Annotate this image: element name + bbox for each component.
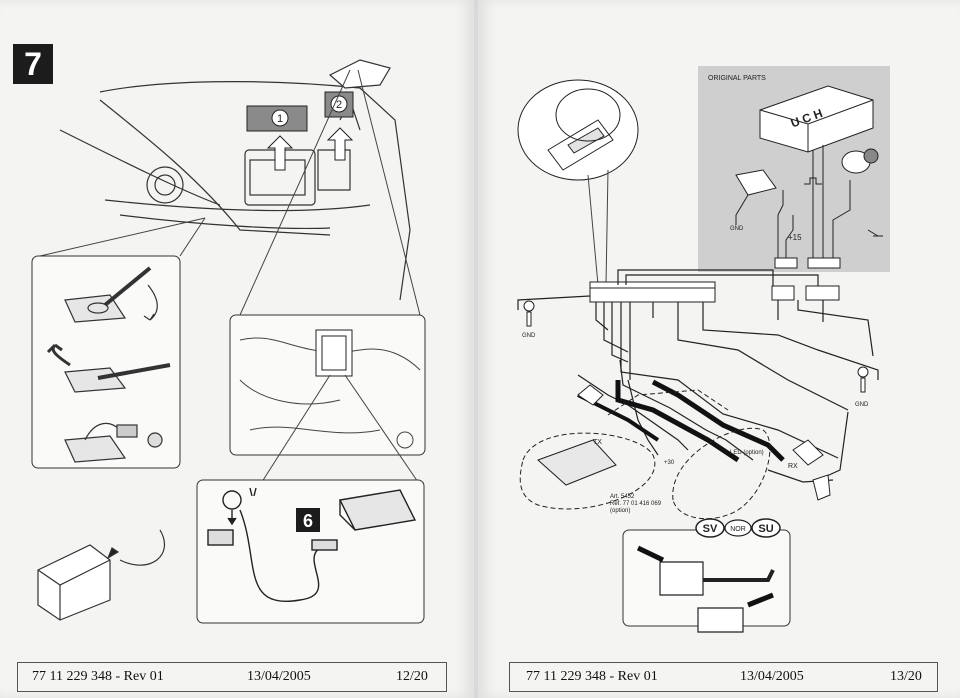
manual-page-left: 7 (0, 0, 474, 698)
art-option: (option) (610, 508, 630, 514)
wiring-diagram: ORIGINAL PARTS U C H +15 GND (517, 66, 890, 633)
page-number: 13/20 (890, 669, 922, 684)
rx-sensor (792, 439, 824, 466)
callout-label-2: 2 (336, 99, 342, 111)
page-number: 12/20 (396, 669, 428, 684)
mode-su-label: SU (758, 523, 773, 535)
tx-label: TX (593, 439, 602, 446)
mode-nor-label: NOR (730, 526, 746, 533)
original-parts-label: ORIGINAL PARTS (708, 75, 766, 82)
document-date: 13/04/2005 (740, 669, 804, 684)
mode-buttons: SV NOR SU (695, 518, 781, 538)
tx-antenna (537, 384, 617, 486)
up-arrow-icon (326, 127, 354, 161)
rx-label: RX (788, 463, 798, 470)
battery-drawing (37, 529, 166, 621)
main-connector-strip (589, 281, 840, 303)
document-reference: 77 11 229 348 - Rev 01 (526, 669, 658, 684)
callout-marker-2 (330, 95, 348, 113)
plus15-label: +15 (788, 233, 802, 242)
callout-label-6: 6 (303, 511, 313, 531)
gnd-label-top: GND (730, 226, 744, 232)
up-arrow-icon (266, 135, 294, 171)
led-label: LED (option) (730, 450, 764, 456)
mode-sv-button (695, 518, 725, 538)
callout-box-6 (296, 508, 320, 532)
document-reference: 77 11 229 348 - Rev 01 (32, 669, 164, 684)
uch-pin-row (774, 257, 841, 269)
document-date: 13/04/2005 (247, 669, 311, 684)
manual-page-right: ORIGINAL PARTS U C H +15 GND (478, 0, 960, 698)
step-number-badge: 7 (13, 44, 53, 84)
callout-label-1: 1 (277, 113, 283, 125)
transponder-key-drawing (517, 79, 639, 181)
page-footer: 77 11 229 348 - Rev 01 13/04/2005 12/20 (17, 662, 447, 692)
engine-bay-illustration: 1 2 6 (31, 59, 426, 624)
plus30-label: +30 (664, 460, 675, 466)
mode-nor-button (724, 519, 752, 537)
led-option-boundary (672, 427, 771, 520)
page-footer: 77 11 229 348 - Rev 01 13/04/2005 13/20 (509, 662, 938, 692)
gnd-label-left: GND (522, 333, 536, 339)
mode-sv-label: SV (703, 523, 718, 535)
art-reference: Ref. 77 01 416 069 (610, 501, 662, 507)
mode-su-button (751, 518, 781, 538)
gnd-label-right: GND (855, 402, 869, 408)
art-number: Art. 5452 (610, 494, 635, 500)
uch-module: U C H (759, 85, 874, 153)
callout-marker-1 (271, 109, 289, 127)
